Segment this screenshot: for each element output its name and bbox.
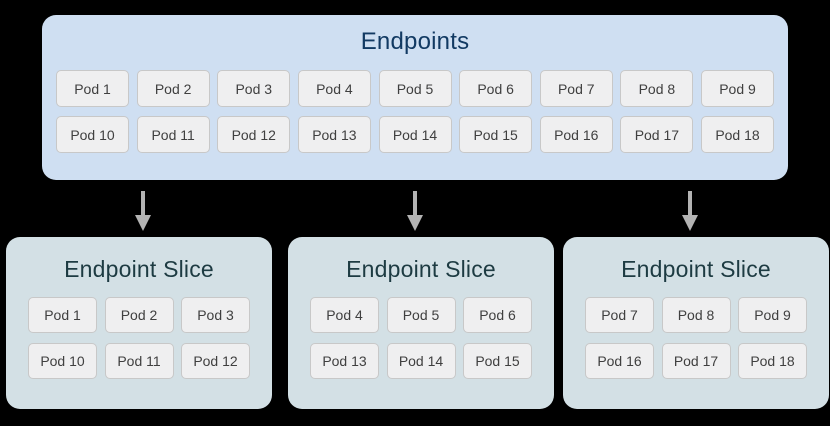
arrow-down-icon [131,191,155,231]
pod-chip[interactable]: Pod 8 [620,70,694,107]
pod-chip[interactable]: Pod 14 [386,343,456,379]
pod-chip[interactable]: Pod 1 [28,297,97,333]
endpoint-slice-pod-row: Pod 10 Pod 11 Pod 12 [28,343,250,379]
pod-chip[interactable]: Pod 10 [56,116,129,153]
pod-chip[interactable]: Pod 16 [585,343,654,379]
endpoint-slice-panel-2: Endpoint Slice Pod 4 Pod 5 Pod 6 Pod 13 … [288,237,554,409]
endpoint-slice-pod-row: Pod 1 Pod 2 Pod 3 [28,297,250,333]
endpoint-slice-pod-grid: Pod 4 Pod 5 Pod 6 Pod 13 Pod 14 Pod 15 [310,297,532,379]
endpoints-title: Endpoints [360,28,470,55]
pod-chip[interactable]: Pod 8 [661,297,731,333]
pod-chip[interactable]: Pod 5 [386,297,456,333]
arrow-head [407,215,423,231]
pod-chip[interactable]: Pod 6 [463,297,532,333]
pod-chip[interactable]: Pod 3 [181,297,250,333]
pod-chip[interactable]: Pod 5 [378,70,452,107]
pod-chip[interactable]: Pod 14 [378,116,452,153]
pod-chip[interactable]: Pod 12 [181,343,250,379]
arrow-down-icon [678,191,702,231]
arrow-down-icon [403,191,427,231]
endpoint-slice-title: Endpoint Slice [621,256,771,282]
pod-chip[interactable]: Pod 11 [104,343,174,379]
pod-chip[interactable]: Pod 11 [136,116,210,153]
pod-chip[interactable]: Pod 4 [297,70,371,107]
endpoints-panel: Endpoints Pod 1 Pod 2 Pod 3 Pod 4 Pod 5 … [42,15,788,180]
endpoint-slice-panel-3: Endpoint Slice Pod 7 Pod 8 Pod 9 Pod 16 … [563,237,829,409]
arrow-head [682,215,698,231]
endpoint-slice-pod-row: Pod 13 Pod 14 Pod 15 [310,343,532,379]
pod-chip[interactable]: Pod 18 [738,343,807,379]
endpoint-slice-title: Endpoint Slice [64,256,214,282]
pod-chip[interactable]: Pod 4 [310,297,379,333]
endpoint-slice-title: Endpoint Slice [346,256,496,282]
pod-chip[interactable]: Pod 7 [585,297,654,333]
pod-chip[interactable]: Pod 3 [217,70,291,107]
arrow-shaft [413,191,417,217]
pod-chip[interactable]: Pod 9 [738,297,807,333]
endpoints-pod-row: Pod 1 Pod 2 Pod 3 Pod 4 Pod 5 Pod 6 Pod … [56,70,774,107]
endpoint-slice-pod-grid: Pod 1 Pod 2 Pod 3 Pod 10 Pod 11 Pod 12 [28,297,250,379]
pod-chip[interactable]: Pod 10 [28,343,97,379]
pod-chip[interactable]: Pod 6 [459,70,533,107]
pod-chip[interactable]: Pod 17 [661,343,731,379]
endpoint-slice-pod-row: Pod 4 Pod 5 Pod 6 [310,297,532,333]
pod-chip[interactable]: Pod 15 [463,343,532,379]
pod-chip[interactable]: Pod 9 [701,70,774,107]
pod-chip[interactable]: Pod 17 [620,116,694,153]
arrow-shaft [141,191,145,217]
pod-chip[interactable]: Pod 12 [217,116,291,153]
pod-chip[interactable]: Pod 2 [136,70,210,107]
endpoints-pod-row: Pod 10 Pod 11 Pod 12 Pod 13 Pod 14 Pod 1… [56,116,774,153]
pod-chip[interactable]: Pod 13 [310,343,379,379]
pod-chip[interactable]: Pod 2 [104,297,174,333]
pod-chip[interactable]: Pod 18 [701,116,774,153]
endpoints-pod-grid: Pod 1 Pod 2 Pod 3 Pod 4 Pod 5 Pod 6 Pod … [56,70,774,153]
arrow-shaft [688,191,692,217]
pod-chip[interactable]: Pod 15 [459,116,533,153]
endpoint-slice-pod-row: Pod 7 Pod 8 Pod 9 [585,297,807,333]
endpoint-slice-pod-row: Pod 16 Pod 17 Pod 18 [585,343,807,379]
endpoint-slice-pod-grid: Pod 7 Pod 8 Pod 9 Pod 16 Pod 17 Pod 18 [585,297,807,379]
pod-chip[interactable]: Pod 16 [539,116,613,153]
pod-chip[interactable]: Pod 13 [297,116,371,153]
endpoint-slice-panel-1: Endpoint Slice Pod 1 Pod 2 Pod 3 Pod 10 … [6,237,272,409]
arrow-head [135,215,151,231]
pod-chip[interactable]: Pod 7 [539,70,613,107]
pod-chip[interactable]: Pod 1 [56,70,129,107]
